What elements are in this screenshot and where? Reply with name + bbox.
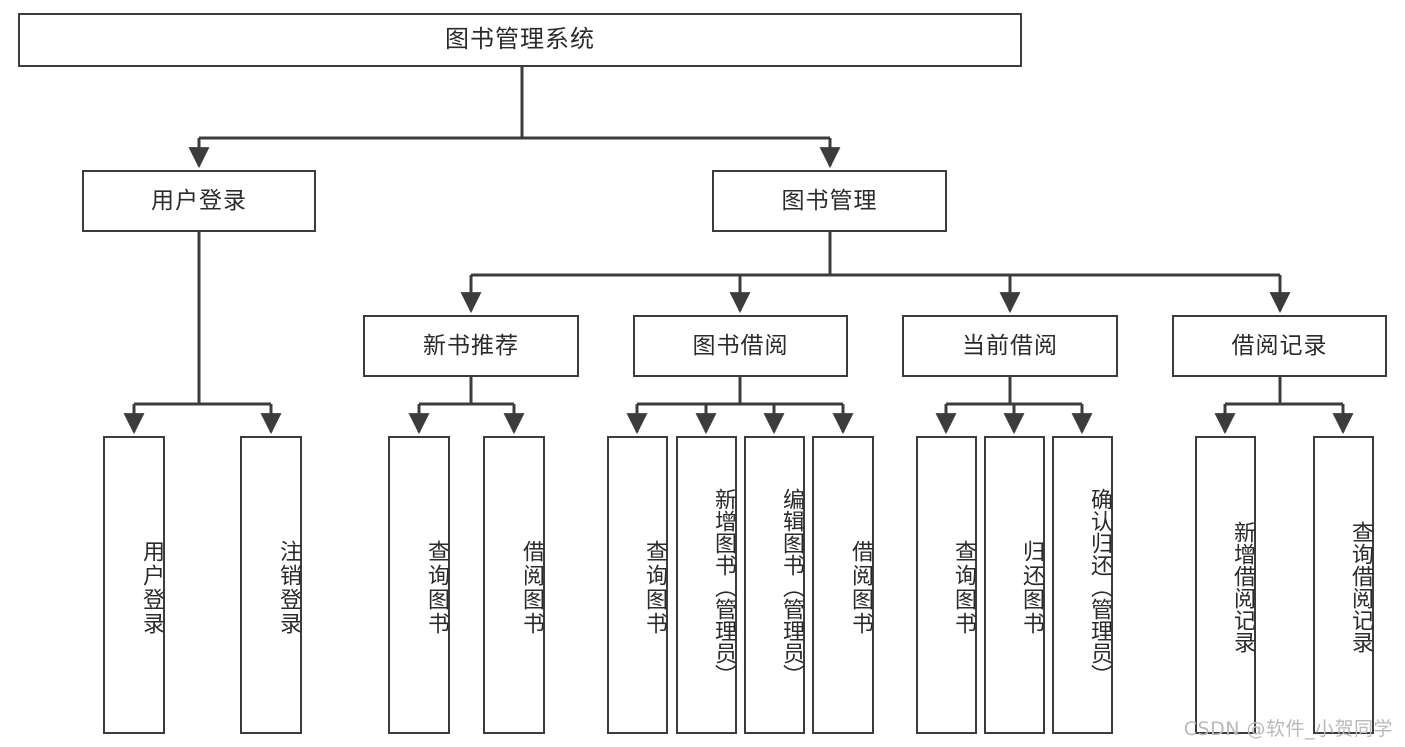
node-book-borrow[interactable]: 图书借阅: [633, 315, 848, 377]
node-leaf-borrow-book-1[interactable]: 借阅图书: [483, 436, 545, 734]
node-leaf-borrow-book-2[interactable]: 借阅图书: [812, 436, 874, 734]
node-leaf-add-borrow-record[interactable]: 新增借阅记录: [1195, 436, 1256, 734]
node-leaf-confirm-return-admin[interactable]: 确认归还（管理员）: [1052, 436, 1113, 734]
node-user-login[interactable]: 用户登录: [82, 170, 316, 232]
node-borrow-record[interactable]: 借阅记录: [1172, 315, 1387, 377]
node-leaf-user-logout[interactable]: 注销登录: [240, 436, 302, 734]
node-leaf-query-book-2[interactable]: 查询图书: [607, 436, 668, 734]
node-leaf-return-book[interactable]: 归还图书: [984, 436, 1045, 734]
node-current-borrow[interactable]: 当前借阅: [902, 315, 1118, 377]
node-leaf-edit-book-admin[interactable]: 编辑图书（管理员）: [744, 436, 805, 734]
node-leaf-add-book-admin[interactable]: 新增图书（管理员）: [676, 436, 737, 734]
node-leaf-query-borrow-record[interactable]: 查询借阅记录: [1313, 436, 1374, 734]
node-root[interactable]: 图书管理系统: [18, 13, 1022, 67]
node-book-management[interactable]: 图书管理: [712, 170, 947, 232]
watermark-text: CSDN @软件_小贺同学: [1183, 718, 1393, 740]
node-leaf-query-book-1[interactable]: 查询图书: [388, 436, 450, 734]
node-leaf-query-book-3[interactable]: 查询图书: [916, 436, 977, 734]
node-leaf-user-login[interactable]: 用户登录: [103, 436, 165, 734]
node-new-book-recommend[interactable]: 新书推荐: [363, 315, 579, 377]
